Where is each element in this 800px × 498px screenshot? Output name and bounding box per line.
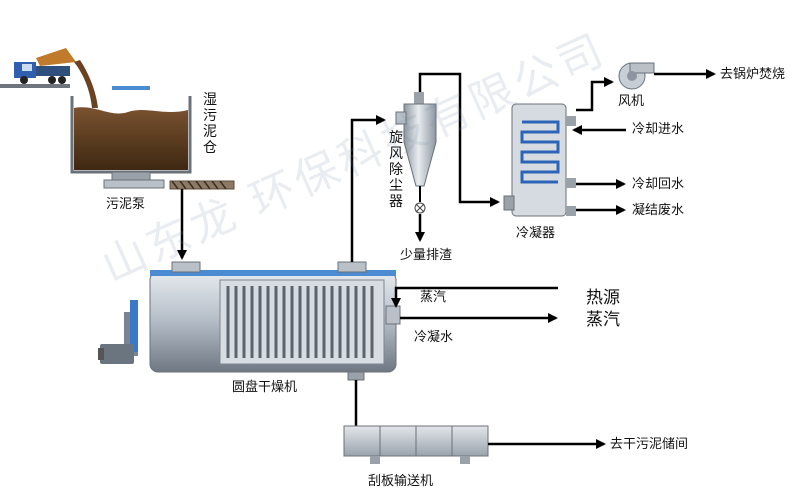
scraper-conveyor <box>343 425 489 464</box>
condensate-waste-label: 凝结废水 <box>632 203 685 218</box>
condenser <box>503 103 576 217</box>
to-boiler-label: 去锅炉焚烧 <box>720 67 786 82</box>
disc-dryer <box>98 261 401 381</box>
little-slag-label: 少量排渣 <box>400 248 453 263</box>
cyclone-separator <box>395 92 437 214</box>
cyclone-to-condenser-line <box>418 72 500 207</box>
cooling-return-label: 冷却回水 <box>632 177 685 192</box>
wet-sludge-bin <box>70 86 192 189</box>
steam-in-line <box>391 286 558 308</box>
wet-sludge-bin-label: 湿污泥仓 <box>203 92 217 156</box>
condenser-to-fan-line <box>576 77 614 112</box>
dryer-to-cyclone-line <box>350 115 386 262</box>
fan-label: 风机 <box>618 94 645 109</box>
steam-in-label: 蒸汽 <box>420 290 447 305</box>
heat-source-steam-label: 蒸汽 <box>586 310 620 330</box>
fan-blower <box>618 62 655 90</box>
cyclone-label: 旋风除尘器 <box>389 130 403 210</box>
condensate-out-label: 冷凝水 <box>414 330 454 345</box>
condenser-label: 冷凝器 <box>516 226 556 241</box>
disc-dryer-label: 圆盘干燥机 <box>232 380 298 395</box>
sludge-pump-screw <box>169 180 235 190</box>
falling-sludge <box>74 60 98 108</box>
cooling-in-label: 冷却进水 <box>632 122 685 137</box>
heat-source-label: 热源 <box>586 288 620 308</box>
scraper-conveyor-label: 刮板输送机 <box>368 474 434 489</box>
sludge-pump-label: 污泥泵 <box>106 197 146 212</box>
dump-truck <box>0 48 76 88</box>
to-dry-storage-label: 去干污泥储间 <box>610 437 689 452</box>
